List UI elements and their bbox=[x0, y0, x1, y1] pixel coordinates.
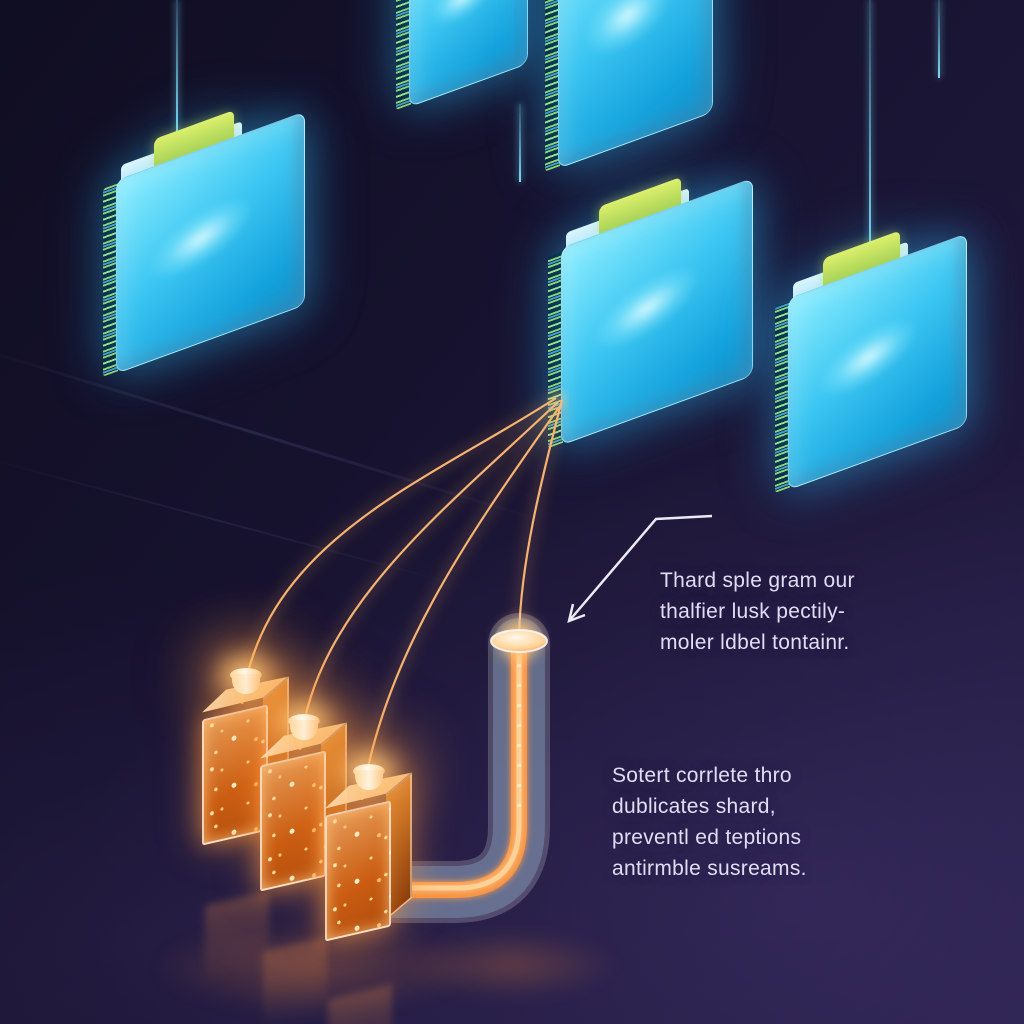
hanging-line bbox=[869, 0, 871, 258]
cable bbox=[240, 397, 557, 705]
note-line: dublicates shard, bbox=[612, 795, 776, 818]
cube-front-face bbox=[260, 750, 326, 892]
annotation-note-top: Thard sple gram our thalfier lusk pectil… bbox=[660, 565, 910, 658]
hanging-line bbox=[938, 0, 940, 78]
note-line: Thard sple gram our bbox=[660, 569, 855, 592]
data-cube-icon bbox=[325, 764, 425, 967]
pipe-icon bbox=[365, 613, 550, 923]
pipe-opening bbox=[490, 629, 548, 653]
cube-port-glow bbox=[286, 714, 322, 740]
cube-port-glow bbox=[228, 668, 264, 694]
floor-glow bbox=[150, 920, 480, 1015]
data-cube-icon bbox=[202, 668, 302, 871]
note-line: thalfier lusk pectily- bbox=[660, 600, 846, 623]
cable bbox=[517, 399, 564, 641]
note-line: Sotert corrlete thro bbox=[612, 764, 792, 787]
note-line: antirmble susreams. bbox=[612, 857, 807, 880]
cube-front-face bbox=[202, 704, 268, 846]
annotation-note-bottom: Sotert corrlete thro dublicates shard, p… bbox=[612, 760, 892, 884]
hanging-line bbox=[176, 0, 178, 132]
note-line: moler ldbel tontainr. bbox=[660, 631, 850, 654]
fiber-cables bbox=[239, 394, 565, 801]
cable bbox=[360, 405, 561, 801]
cube-port-glow bbox=[351, 764, 387, 790]
cube-reflection bbox=[263, 936, 327, 1024]
cable bbox=[298, 401, 559, 751]
note-line: preventl ed teptions bbox=[612, 826, 802, 849]
cube-front-face bbox=[325, 800, 391, 942]
arrow-down-left-icon bbox=[567, 514, 713, 623]
cable-origin-glow bbox=[553, 394, 563, 404]
floor-glow bbox=[400, 930, 620, 1000]
data-cube-icon bbox=[260, 714, 360, 917]
hanging-line bbox=[519, 104, 521, 182]
